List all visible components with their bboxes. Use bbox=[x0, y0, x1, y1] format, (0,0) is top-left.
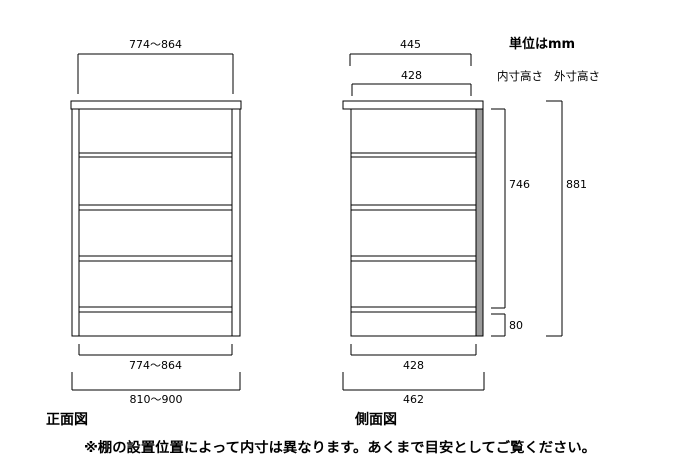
front-shelf-4 bbox=[78, 306, 233, 313]
front-top-dimension: 774～864 bbox=[77, 38, 234, 94]
front-bottom-inner-dimension: 774～864 bbox=[78, 344, 233, 372]
front-shelf-3 bbox=[78, 255, 233, 262]
front-left-side-panel bbox=[71, 108, 80, 337]
base-height-bracket: 80 bbox=[491, 313, 523, 337]
front-cabinet bbox=[70, 100, 242, 337]
side-view: 445 428 428 bbox=[342, 38, 587, 428]
side-inner-width-label: 428 bbox=[401, 69, 422, 82]
front-top-width-label: 774～864 bbox=[129, 38, 182, 51]
legend: 単位はmm 内寸高さ 外寸高さ bbox=[497, 36, 600, 83]
side-top-dimension: 445 bbox=[349, 38, 472, 66]
front-shelf-1 bbox=[78, 152, 233, 158]
side-panel bbox=[350, 108, 477, 337]
side-bottom-inner-dimension: 428 bbox=[350, 344, 477, 372]
side-bottom-inner-width-label: 428 bbox=[403, 359, 424, 372]
front-view-title: 正面図 bbox=[46, 412, 88, 428]
unit-label: 単位はmm bbox=[509, 36, 575, 52]
front-shelf-2 bbox=[78, 204, 233, 211]
front-top-board bbox=[70, 100, 242, 110]
inner-height-column-label: 内寸高さ bbox=[497, 69, 543, 83]
inner-height-bracket: 746 bbox=[491, 108, 530, 309]
front-outer-width-label: 810～900 bbox=[130, 393, 183, 406]
side-outer-depth-label: 462 bbox=[403, 393, 424, 406]
front-bottom-inner-width-label: 774～864 bbox=[129, 359, 182, 372]
outer-height-label: 881 bbox=[566, 178, 587, 191]
side-view-title: 側面図 bbox=[354, 411, 397, 428]
outer-height-bracket: 881 bbox=[546, 100, 587, 337]
outer-height-column-label: 外寸高さ bbox=[554, 69, 600, 83]
side-outer-dimension: 462 bbox=[342, 372, 485, 406]
side-back-panel bbox=[475, 108, 484, 337]
side-inner-top-dimension: 428 bbox=[351, 69, 472, 96]
side-shelf-3 bbox=[350, 255, 477, 262]
inner-height-label: 746 bbox=[509, 178, 530, 191]
side-shelf-4 bbox=[350, 306, 477, 313]
side-shelf-2 bbox=[350, 204, 477, 211]
front-outer-dimension: 810～900 bbox=[71, 372, 241, 406]
front-right-side-panel bbox=[231, 108, 241, 337]
footnote: ※棚の設置位置によって内寸は異なります。あくまで目安としてご覧ください。 bbox=[84, 439, 596, 456]
side-top-board bbox=[342, 100, 484, 110]
side-top-width-label: 445 bbox=[400, 38, 421, 51]
front-view: 774～864 774～864 810～900 正面図 bbox=[46, 38, 242, 428]
side-shelf-1 bbox=[350, 152, 477, 158]
base-height-label: 80 bbox=[509, 319, 523, 332]
side-cabinet bbox=[342, 100, 484, 337]
